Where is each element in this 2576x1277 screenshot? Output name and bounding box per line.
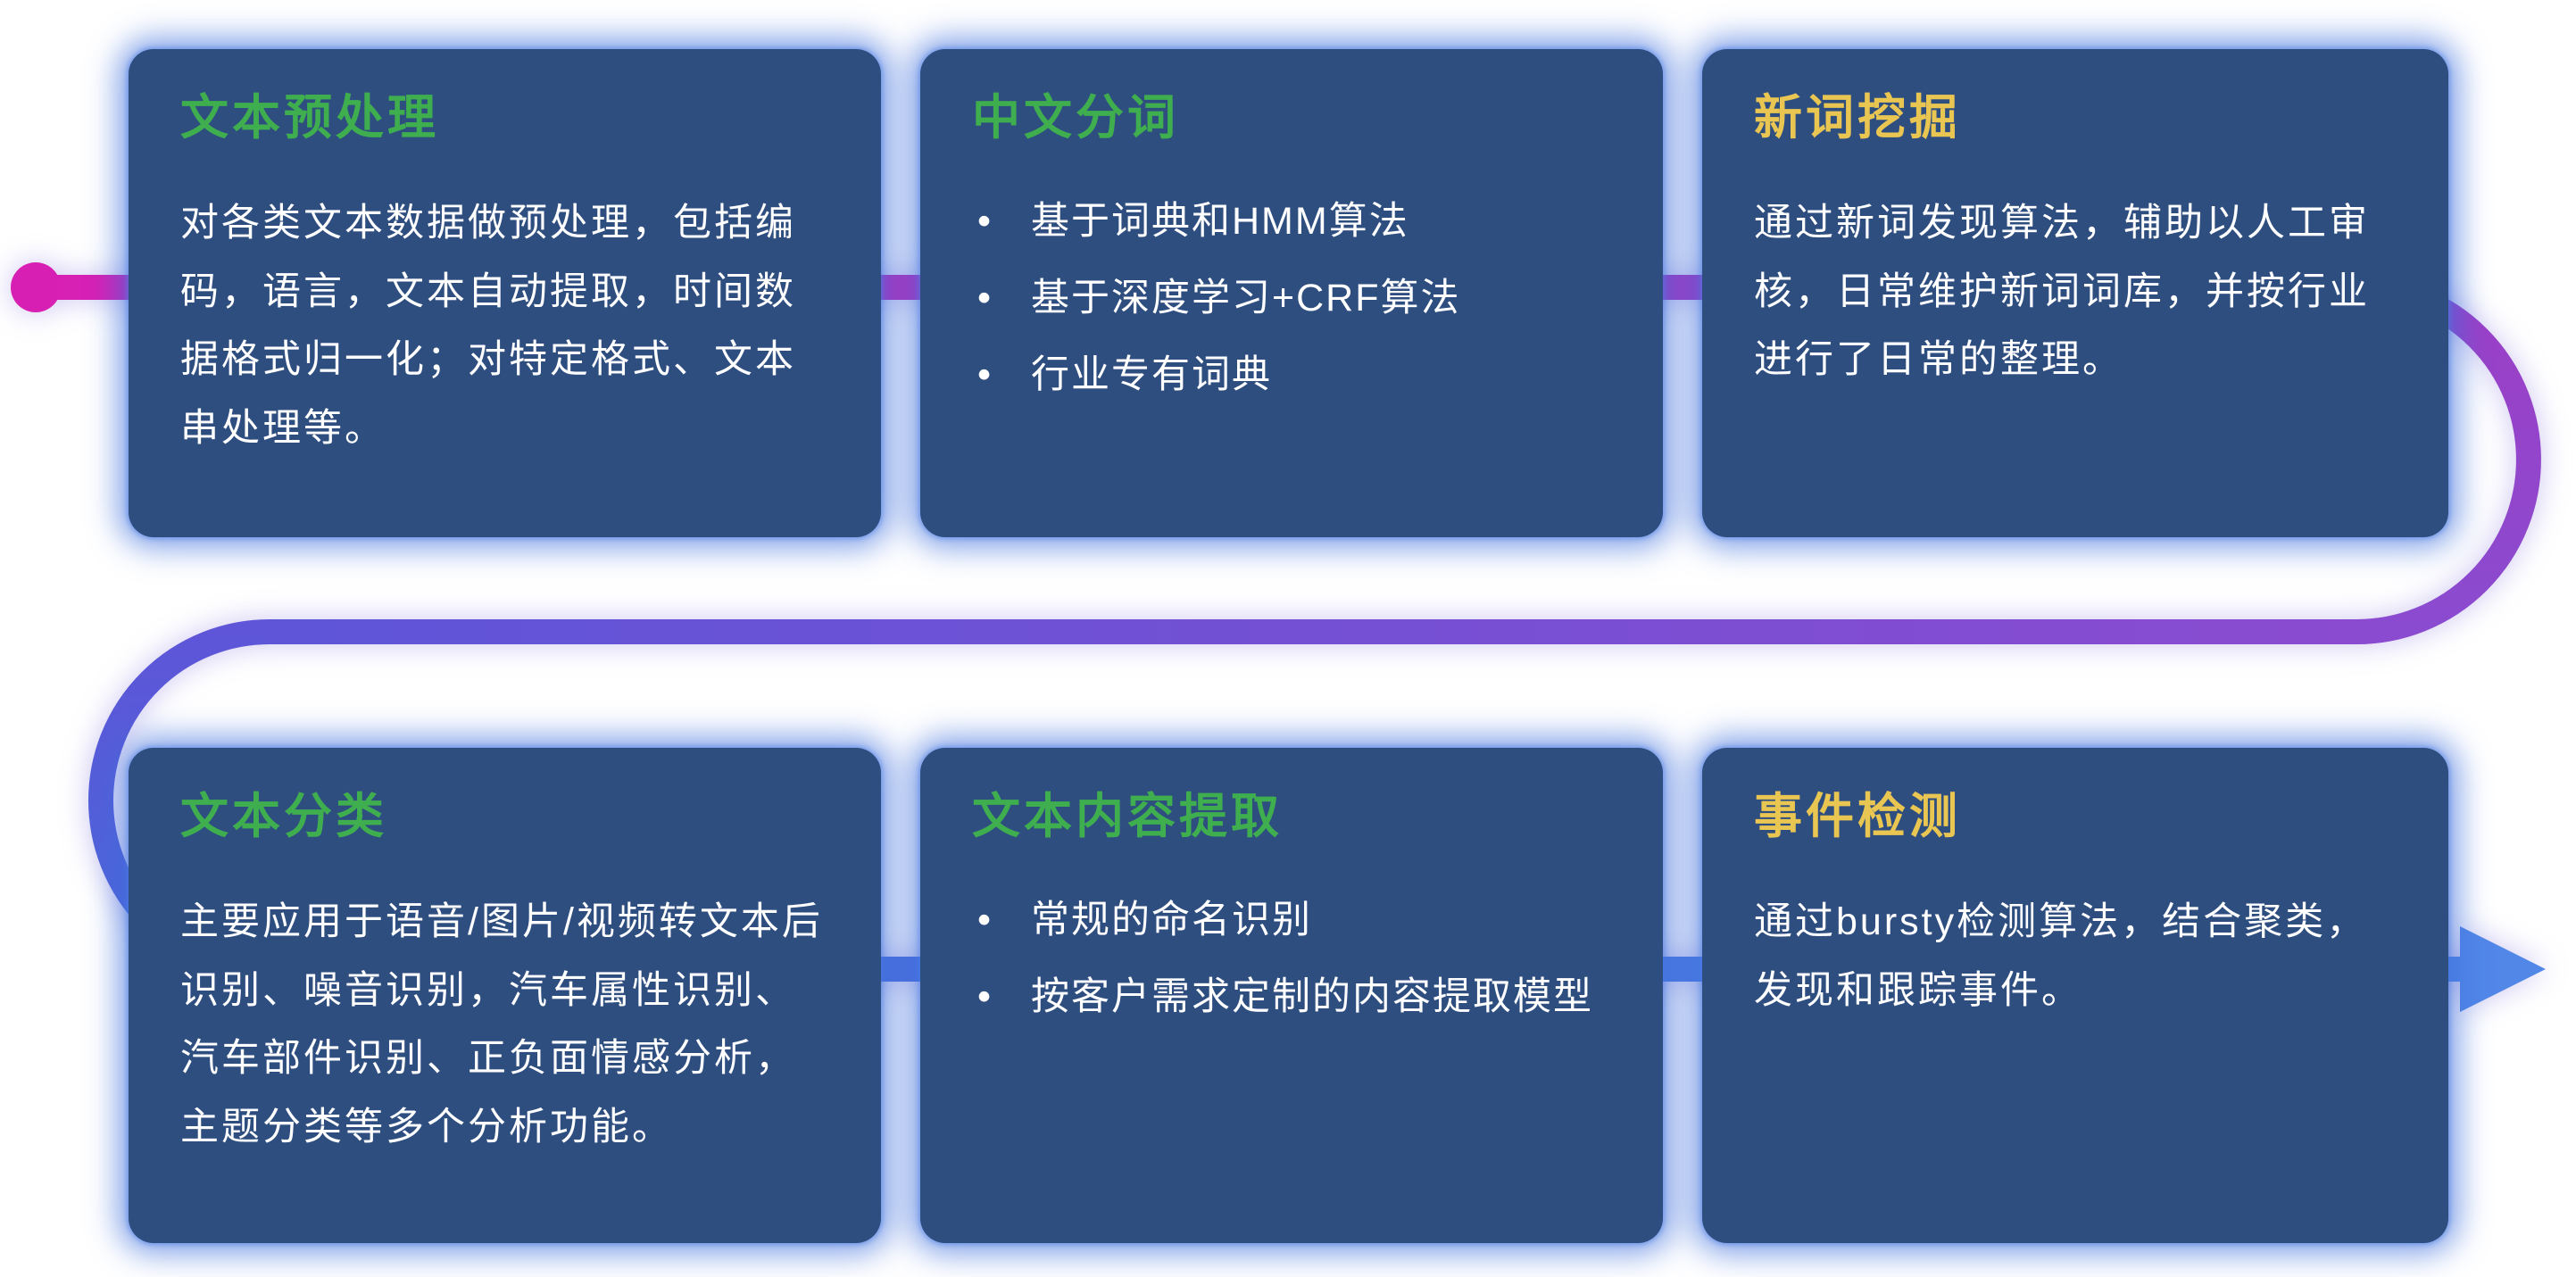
bullet-item: 行业专有词典	[972, 343, 1611, 409]
card-body: 对各类文本数据做预处理，包括编码，语言，文本自动提取，时间数据格式归一化；对特定…	[180, 202, 796, 450]
card-title: 中文分词	[972, 91, 1179, 145]
bullet-list: 常规的命名识别 按客户需求定制的内容提取模型	[972, 888, 1611, 1031]
card-title: 事件检测	[1754, 790, 1961, 843]
card-body: 主要应用于语音/图片/视频转文本后识别、噪音识别，汽车属性识别、汽车部件识别、正…	[180, 900, 823, 1148]
card-text-classification: 文本分类 主要应用于语音/图片/视频转文本后识别、噪音识别，汽车属性识别、汽车部…	[129, 748, 881, 1243]
flow-arrow-icon	[2460, 926, 2546, 1012]
card-body: 通过新词发现算法，辅助以人工审核，日常维护新词词库，并按行业进行了日常的整理。	[1754, 202, 2370, 382]
bullet-item: 按客户需求定制的内容提取模型	[972, 965, 1611, 1031]
card-body: 通过bursty检测算法，结合聚类，发现和跟踪事件。	[1754, 900, 2368, 1012]
card-title: 文本内容提取	[972, 790, 1283, 843]
bullet-item: 基于深度学习+CRF算法	[972, 266, 1611, 332]
bullet-item: 基于词典和HMM算法	[972, 189, 1611, 255]
card-title: 文本预处理	[180, 91, 439, 145]
card-title: 文本分类	[180, 790, 387, 843]
card-event-detection: 事件检测 通过bursty检测算法，结合聚类，发现和跟踪事件。	[1702, 748, 2448, 1243]
card-title: 新词挖掘	[1754, 91, 1961, 145]
bullet-item: 常规的命名识别	[972, 888, 1611, 954]
card-text-preprocessing: 文本预处理 对各类文本数据做预处理，包括编码，语言，文本自动提取，时间数据格式归…	[129, 49, 881, 537]
bullet-list: 基于词典和HMM算法 基于深度学习+CRF算法 行业专有词典	[972, 189, 1611, 409]
card-chinese-word-segmentation: 中文分词 基于词典和HMM算法 基于深度学习+CRF算法 行业专有词典	[920, 49, 1663, 537]
card-new-word-mining: 新词挖掘 通过新词发现算法，辅助以人工审核，日常维护新词词库，并按行业进行了日常…	[1702, 49, 2448, 537]
flow-start-dot	[11, 262, 61, 312]
card-text-content-extraction: 文本内容提取 常规的命名识别 按客户需求定制的内容提取模型	[920, 748, 1663, 1243]
